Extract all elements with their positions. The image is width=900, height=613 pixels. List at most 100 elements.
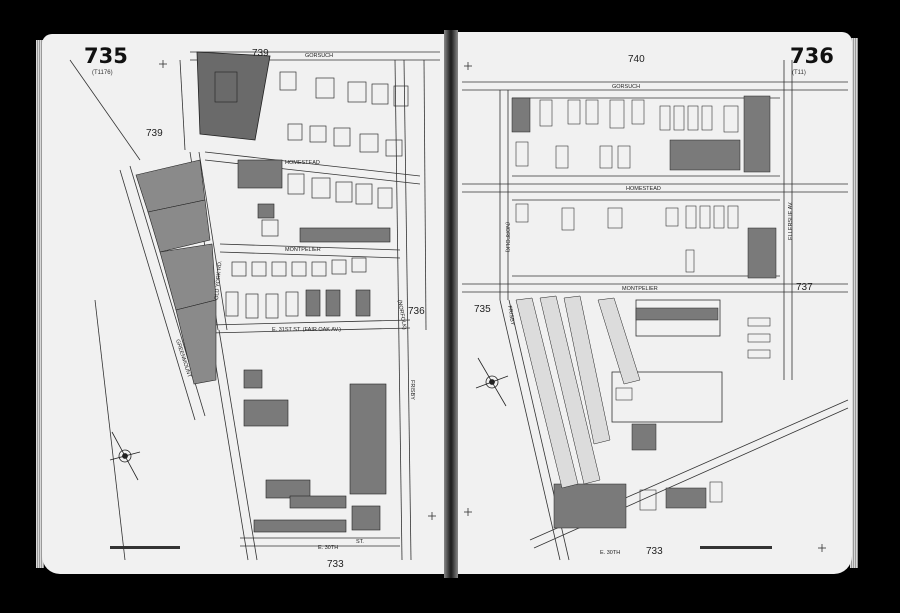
dwelling — [377, 187, 393, 209]
dwelling — [287, 123, 303, 141]
plate-number-left: 735 — [84, 44, 128, 68]
dwelling — [515, 203, 529, 223]
commercial-row — [147, 199, 211, 253]
street-label-st-bottom: ST. — [356, 539, 364, 545]
dwelling — [555, 145, 569, 169]
dwelling — [723, 105, 739, 133]
adjacent-sheet-bottom-right: 733 — [646, 546, 663, 557]
dwelling — [335, 181, 353, 203]
street-label-frisby-left: FRISBY — [409, 380, 415, 400]
street-line — [209, 319, 411, 326]
adjacent-sheet-right-of-left: 736 — [408, 306, 425, 317]
dwelling — [567, 99, 581, 125]
dwelling — [311, 177, 331, 199]
street-line — [423, 59, 427, 331]
adjacent-sheet-top-right: 740 — [628, 54, 645, 65]
dwelling — [659, 105, 671, 131]
row-houses — [515, 297, 579, 489]
dwelling — [251, 261, 267, 277]
street-line — [218, 329, 258, 561]
adjacent-sheet-top-left: 739 — [252, 48, 269, 59]
street-label-old-york: OLD YORK RD. — [214, 260, 223, 300]
dwelling — [747, 349, 771, 359]
plate-subnumber-left: (T1176) — [92, 70, 113, 76]
street-label-montpelier-right: MONTPELIER — [622, 286, 658, 292]
row-houses — [351, 505, 381, 531]
row-houses — [511, 97, 531, 133]
row-houses — [289, 495, 347, 509]
dwelling — [685, 205, 697, 229]
dwelling — [347, 81, 367, 103]
street-label-e31st: E. 31ST ST. (FAIR OAK AV.) — [272, 327, 341, 333]
adjacent-sheet-left-of-right: 735 — [474, 304, 491, 315]
dwelling — [315, 77, 335, 99]
dwelling — [631, 99, 645, 125]
dwelling — [701, 105, 713, 131]
street-label-frisby-right: FRISBY — [506, 305, 515, 326]
dwelling — [265, 293, 279, 319]
dwelling — [279, 71, 297, 91]
dwelling — [311, 261, 327, 277]
street-line — [94, 299, 126, 561]
street-line — [69, 59, 141, 161]
street-line — [219, 251, 401, 259]
building-brick — [243, 369, 263, 389]
scale-bar-right — [700, 546, 772, 549]
dwelling — [231, 261, 247, 277]
book-gutter — [444, 30, 458, 578]
street-line — [198, 151, 228, 331]
building-brick — [265, 479, 311, 499]
building-outline — [214, 71, 238, 103]
scale-bar-left — [110, 546, 180, 549]
dwelling — [515, 141, 529, 167]
street-line — [179, 59, 186, 151]
dwelling — [699, 205, 711, 229]
dwelling — [355, 183, 373, 205]
building-brick — [257, 203, 275, 219]
row-houses — [299, 227, 391, 243]
plate-number-right: 736 — [790, 44, 834, 68]
commercial-row — [175, 299, 217, 385]
dwelling — [287, 173, 305, 195]
row-houses — [635, 307, 719, 321]
street-line — [204, 151, 421, 177]
dwelling — [673, 105, 685, 131]
row-houses — [597, 297, 641, 385]
dwelling — [245, 293, 259, 319]
dwelling — [617, 145, 631, 169]
dwelling — [585, 99, 599, 125]
dwelling — [713, 205, 725, 229]
row-houses — [747, 227, 777, 279]
dwelling — [359, 133, 379, 153]
street-line — [403, 59, 412, 561]
dwelling — [271, 261, 287, 277]
street-label-homestead-left: HOMESTEAD — [285, 160, 320, 166]
street-label-homestead-right: HOMESTEAD — [626, 186, 661, 192]
dwelling — [727, 205, 739, 229]
row-houses — [665, 487, 707, 509]
lot-outline — [611, 371, 723, 423]
row-houses — [349, 383, 387, 495]
street-label-e30th-left: E. 30TH — [318, 545, 338, 551]
dwelling — [291, 261, 307, 277]
row-houses — [669, 139, 741, 171]
dwelling — [639, 489, 657, 511]
dwelling — [371, 83, 389, 105]
street-line — [209, 329, 249, 561]
dwelling — [393, 85, 409, 107]
street-line — [394, 59, 403, 561]
row-houses — [553, 483, 627, 529]
dwelling — [685, 249, 695, 273]
street-label-gorsuch-right: GORSUCH — [612, 84, 640, 90]
dwelling — [665, 207, 679, 227]
street-line — [119, 169, 196, 421]
dwelling — [539, 99, 553, 127]
street-label-norfolk-left: (NORFOLK) — [396, 299, 407, 330]
street-line — [499, 299, 561, 561]
street-label-montpelier-left: MONTPELIER — [285, 247, 321, 253]
building-brick — [243, 399, 289, 427]
building-brick — [237, 159, 283, 189]
row-houses — [539, 295, 601, 485]
